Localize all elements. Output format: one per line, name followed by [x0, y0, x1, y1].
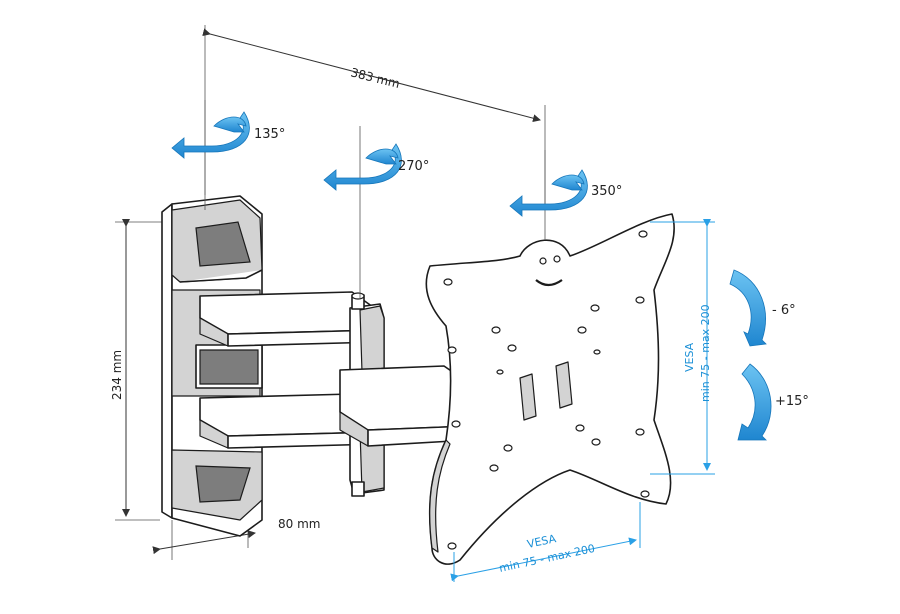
plate-swivel-arrow: 350°: [509, 150, 622, 240]
vesa-horizontal-title: VESA: [526, 532, 558, 551]
depth-label: 80 mm: [278, 517, 320, 531]
vesa-plate: [425, 213, 675, 565]
tilt-up-angle: - 6°: [772, 303, 796, 318]
plate-swivel-angle: 350°: [591, 184, 622, 199]
tilt-down-angle: +15°: [775, 394, 809, 409]
vesa-vertical-range: min 75 - max 200: [699, 304, 712, 402]
wall-bracket: [161, 195, 263, 537]
vesa-vertical-dimension: VESA min 75 - max 200: [650, 219, 715, 475]
mounting-holes: [443, 230, 650, 550]
vesa-vertical-title: VESA: [683, 342, 696, 372]
upper-arm: [199, 291, 381, 347]
height-label: 234 mm: [110, 350, 124, 400]
width-label: 383 mm: [349, 65, 401, 91]
arm-swivel-angle: 270°: [398, 159, 429, 174]
arm-swivel-arrow: 270°: [323, 126, 429, 298]
tilt-up-arrow: - 6°: [729, 269, 796, 347]
tilt-down-arrow: +15°: [737, 363, 809, 441]
wall-swivel-arrow: 135°: [171, 100, 285, 210]
height-dimension: 234 mm: [110, 219, 170, 521]
wall-swivel-angle: 135°: [254, 127, 285, 142]
